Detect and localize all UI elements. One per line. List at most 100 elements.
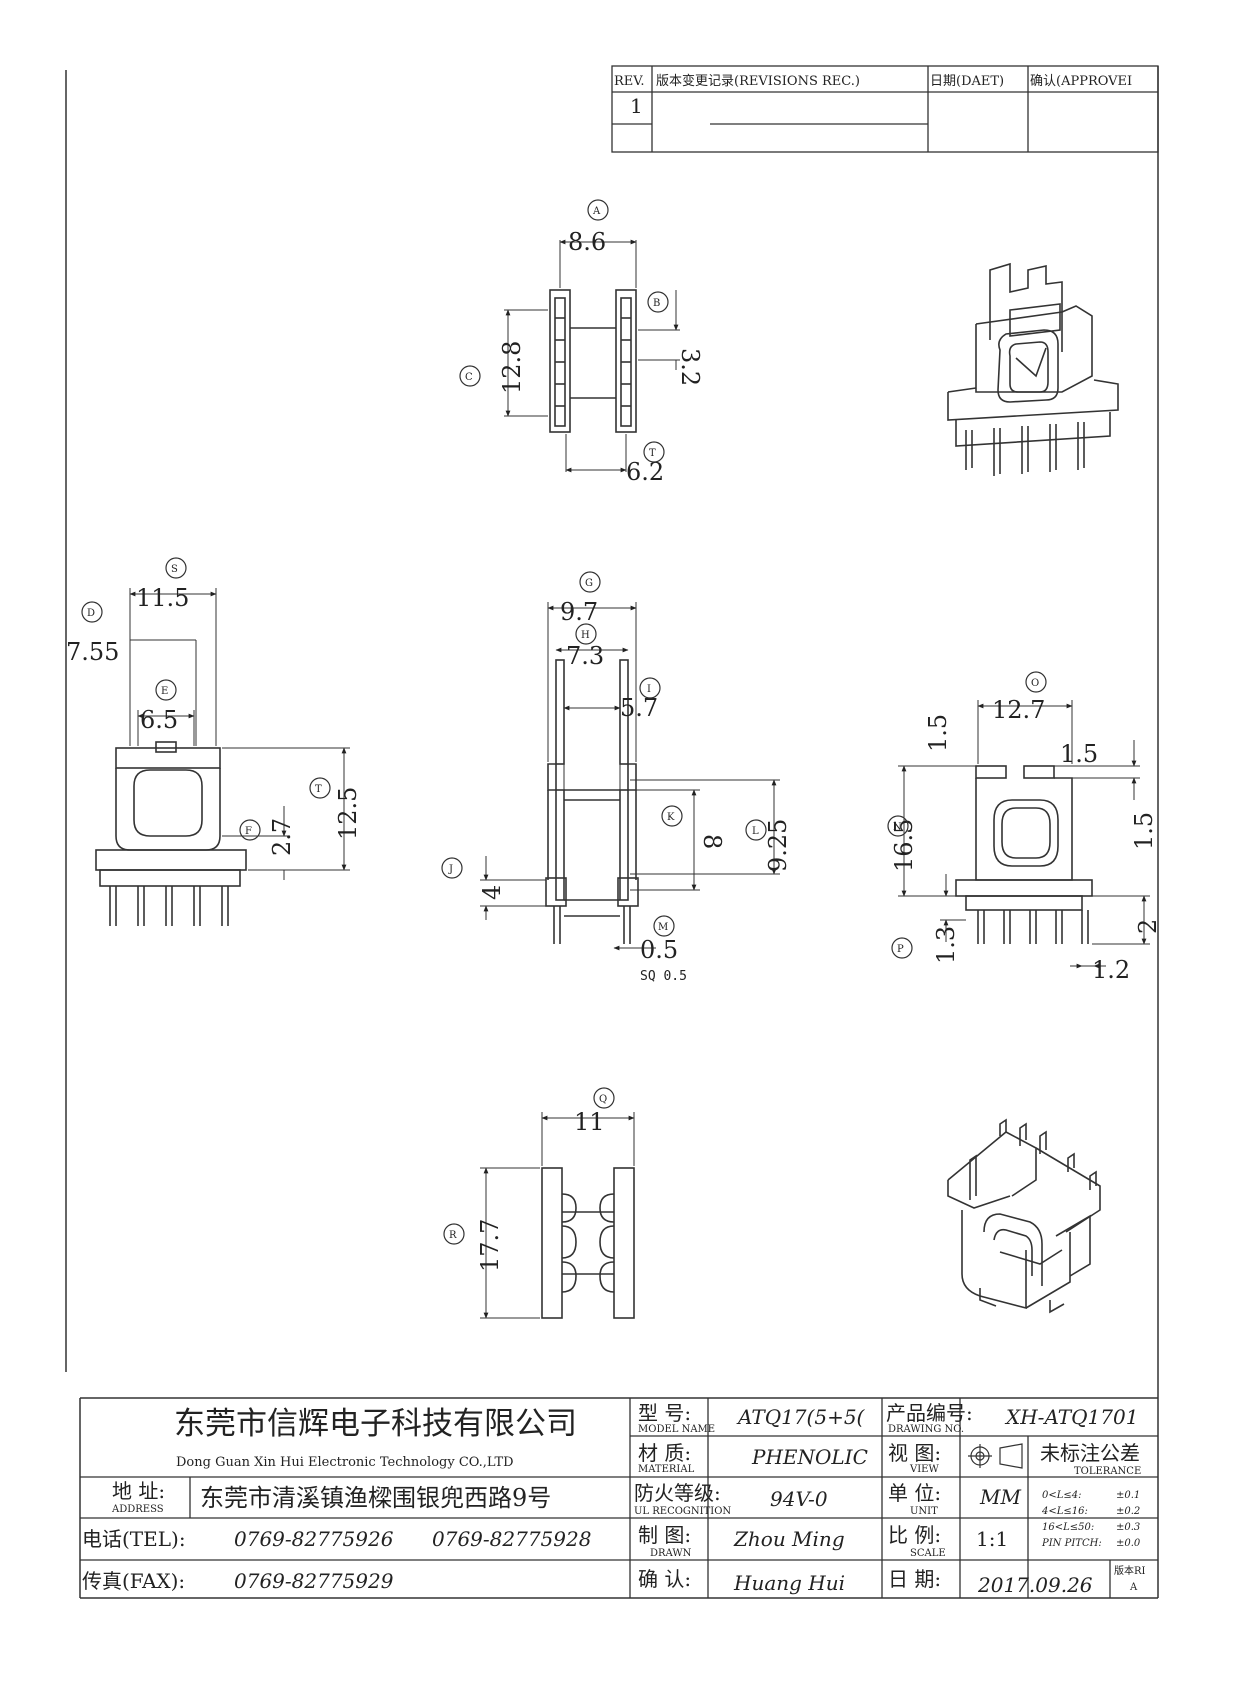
view-label: 视 图:: [888, 1441, 941, 1465]
dim-section-inner: 5.7: [620, 694, 658, 722]
scale-label-en: SCALE: [910, 1548, 946, 1559]
callout-m: M: [658, 922, 668, 933]
rev-header: REV.: [614, 74, 645, 89]
tolerance-range-1: 0<L≤4:: [1042, 1490, 1082, 1501]
version-label: 版本RI: [1114, 1564, 1146, 1577]
callout-c: C: [465, 372, 473, 383]
dim-front-tab-left: 1.5: [924, 714, 952, 752]
dim-bottom-length: 17.7: [476, 1219, 504, 1272]
tel-number-1: 0769-82775926: [234, 1527, 394, 1551]
dim-side-height: 12.5: [334, 787, 362, 840]
date-value: 2017.09.26: [977, 1573, 1093, 1597]
dim-section-height: 9.25: [764, 819, 792, 872]
tolerance-label-en: TOLERANCE: [1074, 1466, 1141, 1477]
material-label: 材 质:: [638, 1441, 691, 1465]
callout-k: K: [667, 812, 675, 823]
drawn-label-en: DRAWN: [650, 1548, 692, 1559]
revisions-header: 版本变更记录(REVISIONS REC.): [656, 73, 860, 89]
dim-section-base: 4: [478, 885, 506, 900]
tolerance-value-1: ±0.1: [1116, 1490, 1140, 1501]
dim-side-inner: 7.55: [66, 638, 119, 666]
drawn-label: 制 图:: [638, 1523, 691, 1547]
material-value: PHENOLIC: [751, 1445, 868, 1469]
drawing-no-value: XH-ATQ1701: [1004, 1405, 1138, 1429]
tolerance-value-3: ±0.3: [1116, 1522, 1140, 1533]
dim-top-width: 8.6: [568, 228, 606, 256]
unit-label-en: UNIT: [910, 1506, 938, 1517]
dim-section-pin: 0.5: [640, 936, 678, 964]
dim-front-tab-right: 1.5: [1060, 740, 1098, 768]
callout-q: Q: [599, 1094, 607, 1105]
dim-section-window: 8: [698, 834, 726, 849]
bottom-view: 11 17.7: [476, 1108, 635, 1319]
company-name-en: Dong Guan Xin Hui Electronic Technology …: [176, 1455, 514, 1470]
callout-p: P: [897, 944, 904, 955]
tolerance-table: 0<L≤4: ±0.1 4<L≤16: ±0.2 16<L≤50: ±0.3 P…: [1041, 1490, 1141, 1549]
view-label-en: VIEW: [909, 1464, 939, 1475]
address-label-en: ADDRESS: [111, 1504, 164, 1515]
dim-front-pin-width: 1.2: [1092, 956, 1130, 984]
unit-label: 单 位:: [888, 1481, 941, 1505]
drawing-frame: [65, 66, 1159, 1599]
dim-front-base: 1.3: [932, 926, 960, 964]
callout-b: B: [653, 298, 660, 309]
tolerance-label: 未标注公差: [1040, 1441, 1140, 1465]
tolerance-range-3: 16<L≤50:: [1042, 1522, 1094, 1533]
callout-d: D: [87, 608, 95, 619]
unit-value: MM: [979, 1485, 1021, 1509]
callout-j: J: [448, 864, 453, 875]
fire-rating-label-en: UL RECOGNITION: [634, 1506, 731, 1517]
tel-label: 电话(TEL):: [82, 1527, 186, 1551]
rev-value: 1: [630, 94, 643, 118]
side-view: 11.5 7.55 6.5 2.7 12.5: [66, 584, 362, 926]
dim-section-outer: 9.7: [560, 598, 598, 626]
date-label: 日 期:: [888, 1567, 941, 1591]
company-name-cn: 东莞市信辉电子科技有限公司: [174, 1406, 577, 1442]
dim-side-base: 2.7: [268, 818, 296, 856]
callout-i: I: [647, 684, 651, 695]
isometric-view-top: [947, 262, 1119, 476]
fax-label: 传真(FAX):: [82, 1569, 185, 1593]
scale-value: 1:1: [976, 1527, 1008, 1551]
callout-e: E: [161, 686, 168, 697]
scale-label: 比 例:: [888, 1523, 941, 1547]
fire-rating-label: 防火等级:: [634, 1481, 721, 1505]
approve-header: 确认(APPROVEI: [1030, 74, 1132, 89]
date-header: 日期(DAET): [930, 74, 1004, 89]
dim-front-width: 12.7: [992, 696, 1045, 724]
dim-top-pin-span: 6.2: [626, 458, 664, 486]
dim-side-width: 11.5: [136, 584, 189, 612]
callout-n: N: [893, 822, 902, 833]
address-label: 地 址:: [112, 1479, 165, 1503]
callout-a: A: [592, 206, 601, 217]
drawing-no-label-en: DRAWING NO.: [888, 1424, 964, 1435]
tel-number-2: 0769-82775928: [432, 1527, 591, 1551]
note-square-pin: SQ 0.5: [640, 969, 687, 984]
tolerance-value-2: ±0.2: [1116, 1506, 1140, 1517]
tolerance-range-4: PIN PITCH:: [1041, 1538, 1102, 1549]
callout-o: O: [1031, 678, 1039, 689]
dim-front-height: 16.5: [890, 819, 918, 872]
dim-top-gap: 3.2: [676, 348, 704, 386]
address-value: 东莞市清溪镇渔樑围银兜西路9号: [200, 1484, 551, 1512]
projection-symbol-icon: [968, 1443, 1023, 1469]
dim-bottom-width: 11: [574, 1108, 605, 1136]
tolerance-value-4: ±0.0: [1116, 1538, 1141, 1549]
drawn-value: Zhou Ming: [733, 1527, 845, 1551]
callout-letters: A B C T S D E F T G H I K L J M O N P Q …: [87, 206, 1039, 1241]
dim-front-side: 1.5: [1130, 812, 1158, 850]
dim-front-pin-length: 2: [1134, 919, 1162, 934]
dim-top-height: 12.8: [498, 341, 526, 394]
confirm-value: Huang Hui: [733, 1571, 845, 1595]
callout-l: L: [752, 826, 759, 837]
callout-circles: [81, 199, 1047, 1245]
fax-number: 0769-82775929: [234, 1569, 394, 1593]
model-value: ATQ17(5+5(: [736, 1405, 866, 1429]
section-view: 9.7 7.3 5.7 8 9.25 4 0.5 SQ 0.5: [478, 598, 792, 984]
callout-g: G: [585, 578, 593, 589]
drawing-no-label: 产品编号:: [886, 1401, 973, 1425]
dim-section-mid: 7.3: [566, 642, 604, 670]
model-label-en: MODEL NAME: [638, 1424, 715, 1435]
confirm-label: 确 认:: [638, 1567, 691, 1591]
